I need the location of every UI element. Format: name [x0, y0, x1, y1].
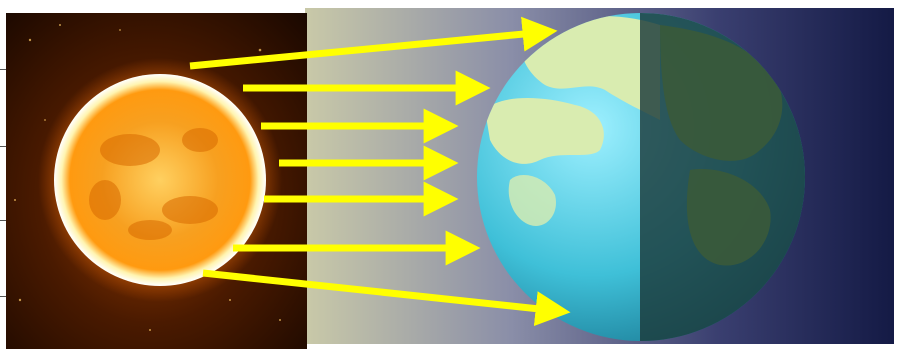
sun	[54, 74, 266, 286]
